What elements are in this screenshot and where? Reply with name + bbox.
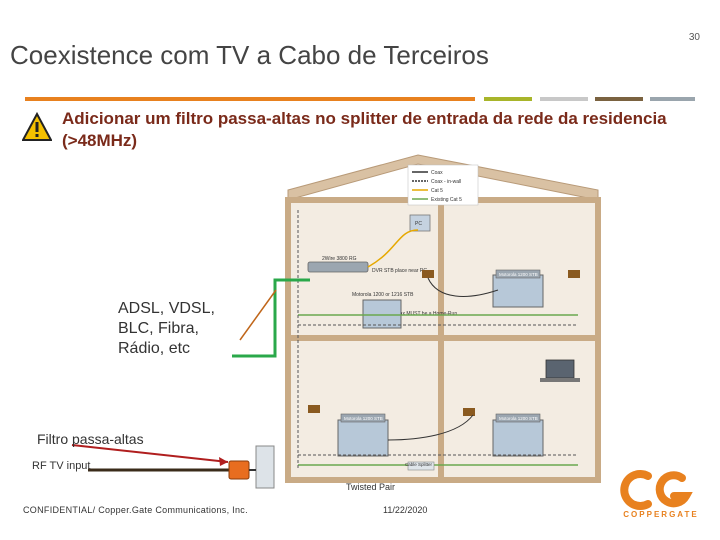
stb-1216-label: Motorola 1200 or 1216 STB xyxy=(352,292,414,298)
legend-item: Coax - in-wall xyxy=(431,179,461,185)
slide-number: 30 xyxy=(688,32,700,43)
footer-date: 11/22/2020 xyxy=(383,505,428,515)
dvr-label: DVR STB place near RG xyxy=(372,268,427,274)
home-run-note: *NID to RG coax MUST be a Home-Run xyxy=(368,311,457,317)
pc-label: PC xyxy=(415,221,422,227)
accent-bar-3 xyxy=(540,97,588,101)
stb-label: Motorola 1200 STB xyxy=(344,416,383,421)
accent-bar-1 xyxy=(25,97,475,101)
splitter-label: Cable Splitter xyxy=(405,462,433,467)
access-types-line: Rádio, etc xyxy=(118,340,191,357)
legend-item: Existing Cat 5 xyxy=(431,197,462,203)
coppergate-logo-icon xyxy=(620,470,693,510)
legend-item: Cat 5 xyxy=(431,188,443,194)
bullet-text: Adicionar um filtro passa-altas no split… xyxy=(62,109,667,150)
house-network-diagram: Coax Coax - in-wall Cat 5 Existing Cat 5… xyxy=(285,154,601,483)
rg-label: 2Wire 3800 RG xyxy=(322,256,357,262)
access-types-note: ADSL, VDSL, BLC, Fibra, Rádio, etc xyxy=(118,299,215,359)
access-types-line: ADSL, VDSL, xyxy=(118,300,215,317)
access-types-line: BLC, Fibra, xyxy=(118,320,199,337)
legend-item: Coax xyxy=(431,170,443,176)
slide-title: Coexistence com TV a Cabo de Terceiros xyxy=(10,40,489,70)
warning-icon xyxy=(22,112,52,141)
filter-label: Filtro passa-altas xyxy=(37,431,144,447)
twisted-pair-label: Twisted Pair xyxy=(346,482,396,492)
rf-input-label: RF TV input xyxy=(32,460,91,472)
accent-bar-4 xyxy=(595,97,643,101)
stb-label: Motorola 1200 STB xyxy=(499,272,538,277)
accent-bar-5 xyxy=(650,97,695,101)
logo-text: COPPERGATE xyxy=(623,510,699,519)
footer-confidential: CONFIDENTIAL/ Copper.Gate Communications… xyxy=(23,505,248,515)
stb-label: Motorola 1200 STB xyxy=(499,416,538,421)
accent-bar-2 xyxy=(484,97,532,101)
